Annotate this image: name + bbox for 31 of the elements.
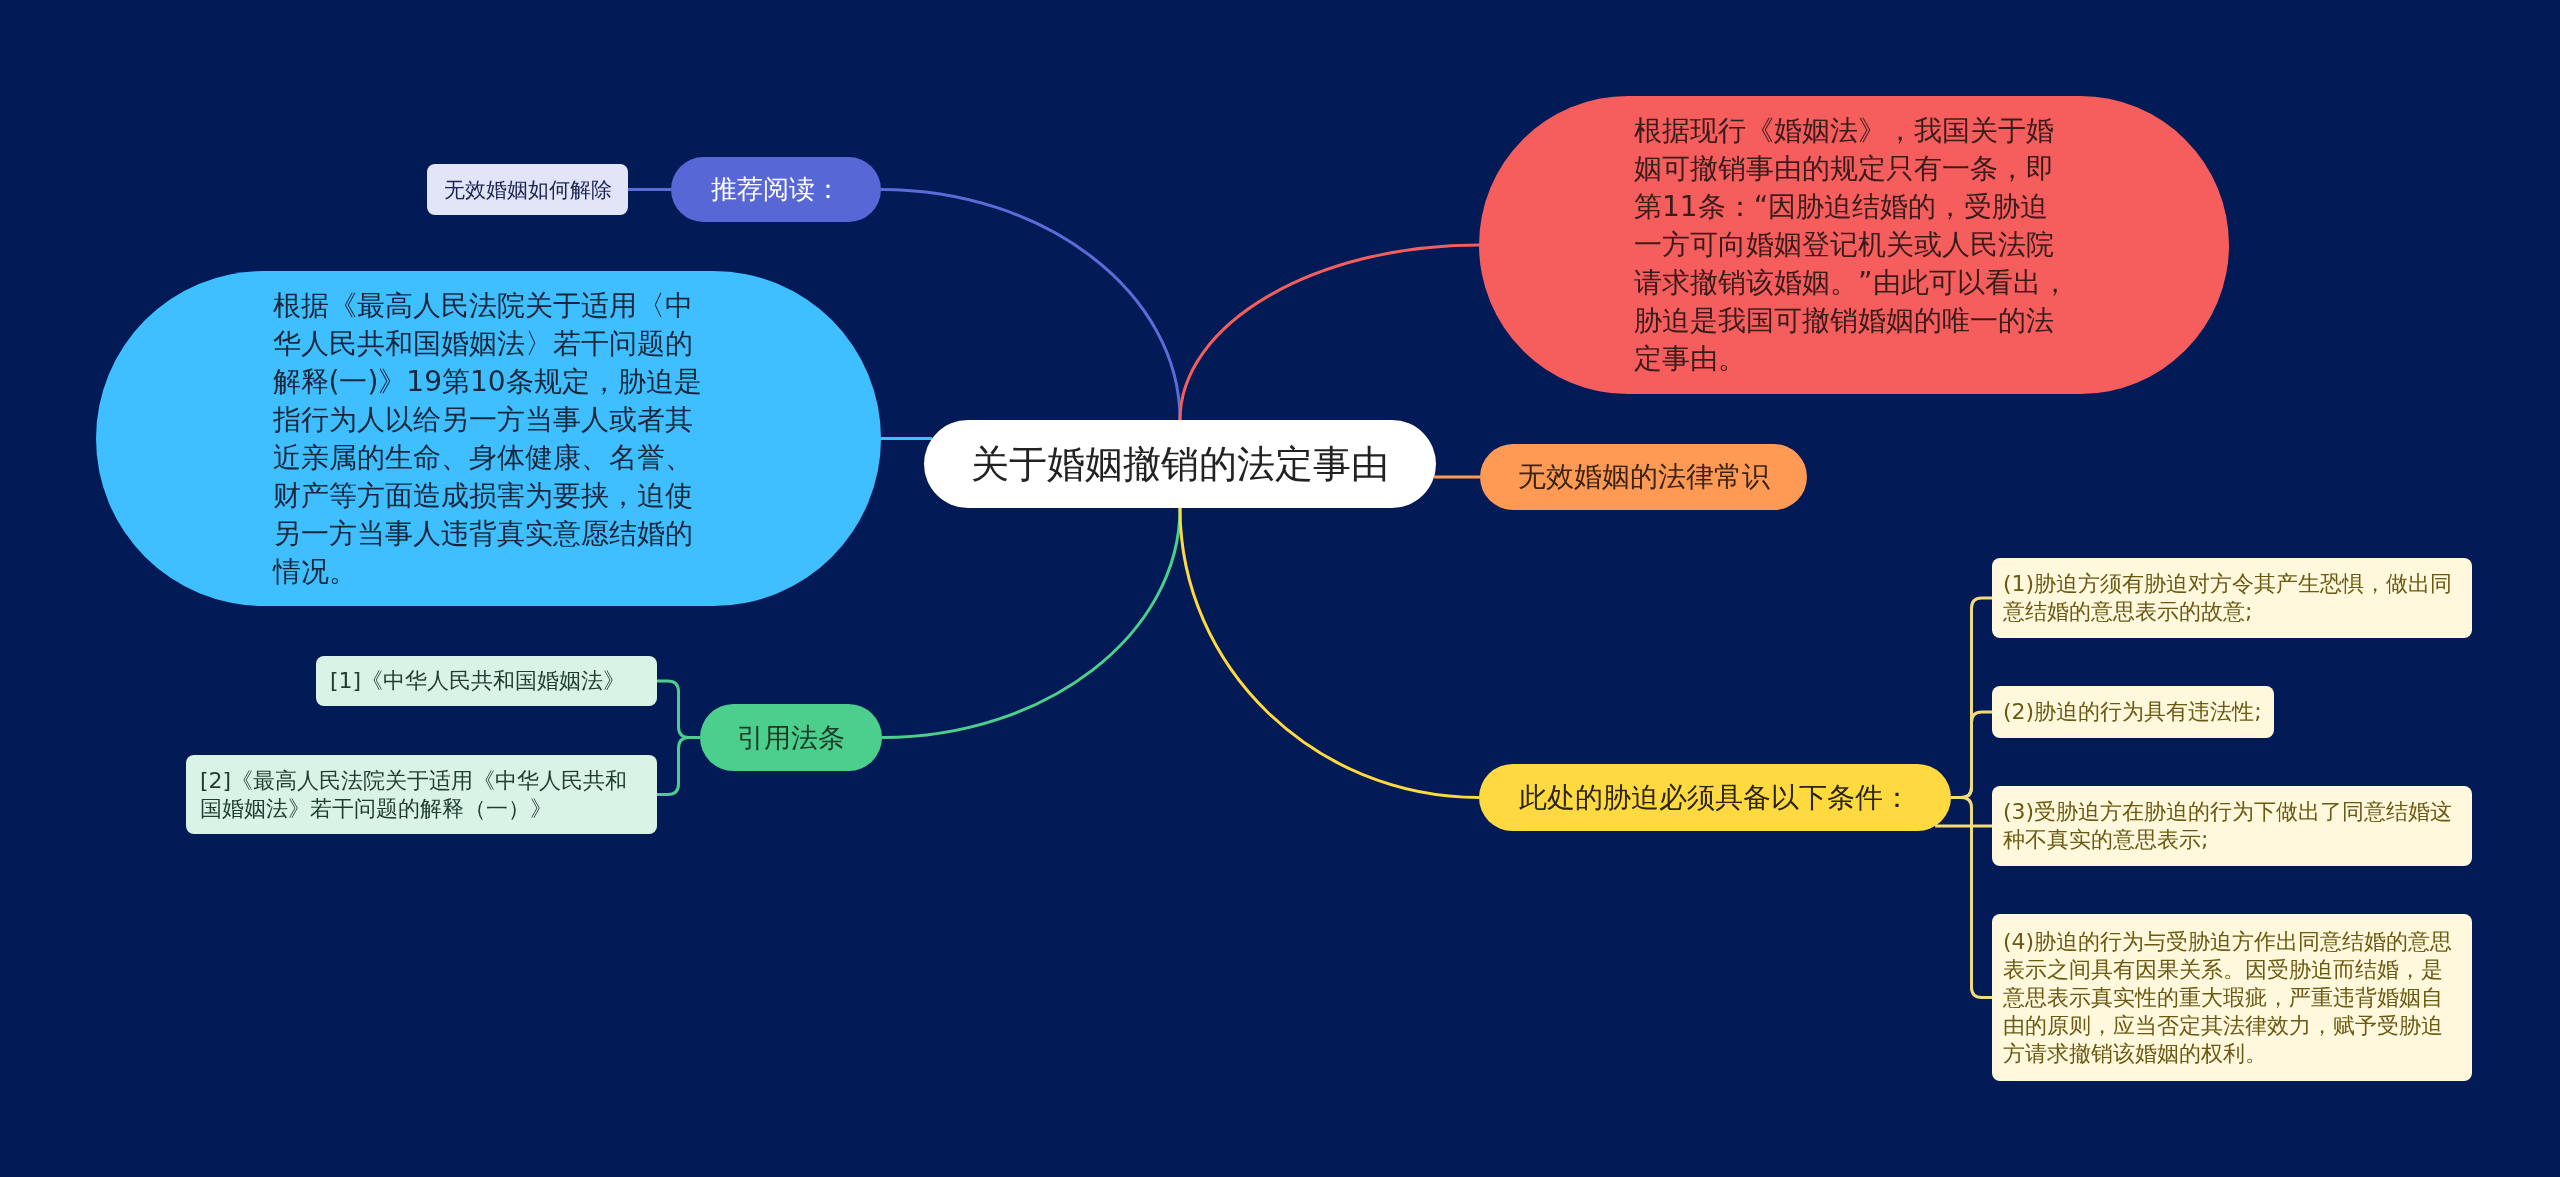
connector-line	[1178, 507, 1480, 799]
node-text: 根据《最高人民法院关于适用〈中华人民共和国婚姻法〉若干问题的解释(一)》19第10条规定，胁迫是指行为人以给另一方当事人或者其近亲属的生命、身体健康、名誉、财产等方面造成损害为要挟，迫使另一方当事人违背真实意愿结婚的情况。	[272, 287, 703, 590]
node-text: (1)胁迫方须有胁迫对方令其产生恐惧，做出同意结婚的意思表示的故意;	[2003, 570, 2454, 626]
note-card	[427, 164, 628, 215]
node-text: 根据现行《婚姻法》，我国关于婚姻可撤销事由的规定只有一条，即第11条：“因胁迫结婚的，受胁迫一方可向婚姻登记机关或人民法院请求撤销该婚姻。”由此可以看出，胁迫是我国可撤销婚姻的唯一的法定事由。	[1634, 113, 2070, 377]
connector-line	[1935, 824, 1992, 828]
connector-line	[1434, 475, 1480, 479]
node-text: [1]《中华人民共和国婚姻法》	[330, 667, 626, 695]
node-text: (3)受胁迫方在胁迫的行为下做出了同意结婚这种不真实的意思表示;	[2003, 798, 2454, 854]
connector-line	[881, 507, 1182, 739]
condition-card	[1992, 558, 2472, 638]
condition-card	[1992, 686, 2274, 738]
node-text: 引用法条	[737, 720, 845, 755]
condition-card	[1992, 914, 2472, 1081]
node-text: 无效婚姻的法律常识	[1517, 459, 1770, 495]
node-text: (4)胁迫的行为与受胁迫方作出同意结婚的意思表示之间具有因果关系。因受胁迫而结婚，是意思表示真实性的重大瑕疵，严重违背婚姻自由的原则，应当否定其法律效力，赋予受胁迫方请求撤销该婚姻的权利。	[2003, 927, 2454, 1068]
node-text: 无效婚姻如何解除	[443, 176, 612, 204]
connector-line	[628, 188, 671, 191]
condition-card	[1992, 786, 2472, 866]
node-text: [2]《最高人民法院关于适用《中华人民共和国婚姻法》若干问题的解释（一）》	[200, 766, 629, 823]
connector-line	[880, 188, 1182, 421]
connector-line	[1178, 243, 1480, 421]
node-text: 关于婚姻撤销的法定事由	[971, 440, 1389, 488]
node-text: 推荐阅读：	[711, 173, 841, 206]
citation-card	[186, 755, 657, 834]
node-text: 此处的胁迫必须具备以下条件：	[1519, 779, 1911, 816]
citation-card	[316, 656, 657, 706]
node-text: (2)胁迫的行为具有违法性;	[2003, 698, 2262, 726]
connector-line	[1951, 796, 1992, 999]
connector-line	[881, 437, 933, 440]
connector-line	[657, 736, 700, 796]
